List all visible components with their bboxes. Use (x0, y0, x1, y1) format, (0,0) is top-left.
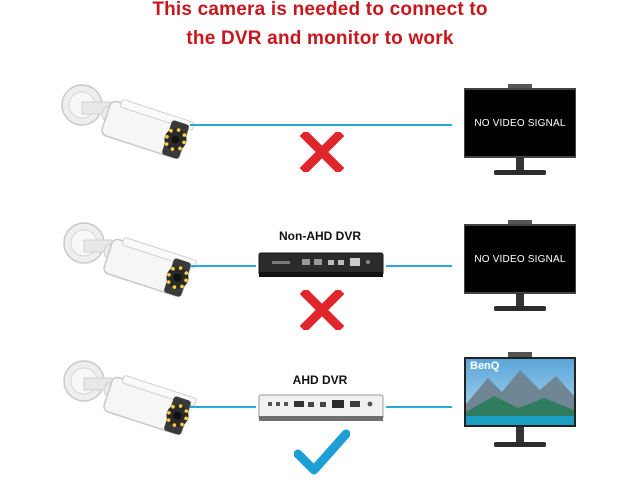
row-non-ahd-dvr: Non-AHD DVR NO VIDEO SIGNAL (0, 200, 640, 340)
monitor-with-image: BenQ (464, 352, 576, 454)
headline-line-2: the DVR and monitor to work (186, 28, 454, 49)
screen-status-text: NO VIDEO SIGNAL (474, 118, 566, 129)
monitor-brand-logo: BenQ (470, 360, 500, 372)
video-cable-in (190, 265, 256, 267)
row-direct-connection: NO VIDEO SIGNAL (0, 60, 640, 200)
bullet-camera-icon (63, 222, 197, 297)
screen-status-text: NO VIDEO SIGNAL (474, 254, 566, 265)
video-cable-out (386, 265, 452, 267)
monitor-no-signal: NO VIDEO SIGNAL (464, 220, 576, 316)
dvr-recorder-icon (258, 252, 384, 277)
video-cable (190, 124, 452, 126)
check-icon (294, 429, 350, 475)
dvr-label: AHD DVR (292, 373, 348, 387)
cross-icon (300, 132, 344, 172)
video-cable-in (190, 406, 256, 408)
dvr-label: Non-AHD DVR (279, 229, 361, 243)
monitor-no-signal: NO VIDEO SIGNAL (464, 84, 576, 180)
cross-icon (300, 290, 344, 330)
bullet-camera-icon (61, 84, 195, 159)
headline-line-1: This camera is needed to connect to (152, 0, 488, 20)
row-ahd-dvr: AHD DVR (0, 340, 640, 480)
dvr-recorder-icon (258, 394, 384, 421)
bullet-camera-icon (63, 360, 197, 435)
video-cable-out (386, 406, 452, 408)
